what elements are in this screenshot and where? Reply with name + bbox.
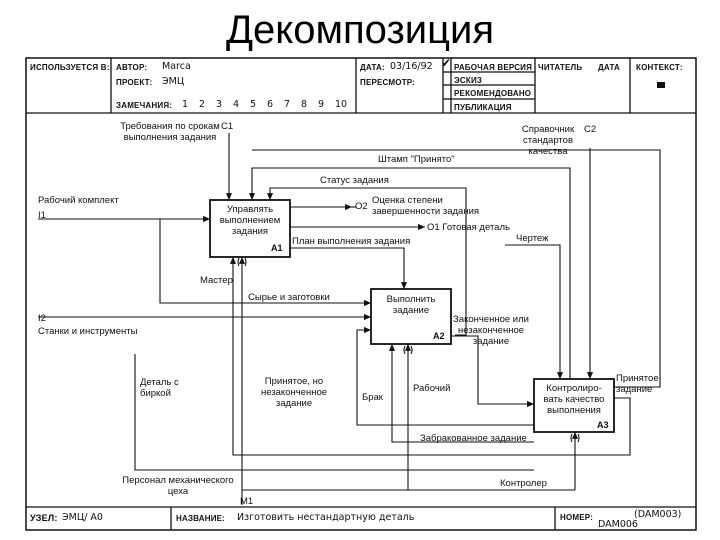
name-label: НАЗВАНИЕ:: [176, 514, 226, 523]
node-label: УЗЕЛ:: [30, 513, 58, 523]
author-value: Marca: [162, 61, 191, 72]
status-publication: ПУБЛИКАЦИЯ: [454, 103, 512, 112]
status-sketch: ЭСКИЗ: [454, 76, 483, 85]
box-a1-number: A1: [271, 243, 283, 253]
used-at-label: ИСПОЛЬЗУЕТСЯ В:: [30, 63, 110, 72]
label-tagged-part: Деталь с биркой: [140, 377, 179, 399]
label-m1: Персонал механического цеха: [122, 475, 234, 497]
number-value: (DAM003): [634, 509, 682, 520]
label-task-status: Статус задания: [320, 175, 389, 186]
status-recommended: РЕКОМЕНДОВАНО: [454, 89, 532, 98]
arrow-drawing: [505, 244, 564, 379]
label-worker: Рабочий: [413, 383, 451, 394]
revision-label: ПЕРЕСМОТР:: [360, 78, 416, 87]
context-label: КОНТЕКСТ:: [636, 63, 683, 72]
label-plan: План выполнения задания: [292, 236, 411, 247]
node-value: ЭМЦ/ A0: [62, 512, 103, 523]
arrow-stamp: [248, 167, 571, 379]
label-stamp: Штамп "Принято": [378, 154, 455, 165]
label-c2-code: C2: [584, 124, 597, 135]
label-i1: Рабочий комплект: [38, 195, 119, 206]
arrow-raw-materials: [159, 219, 371, 307]
label-m1-code: M1: [240, 496, 254, 507]
context-marker: [657, 82, 665, 88]
label-controller: Контролер: [500, 478, 547, 489]
reader-date-label: ДАТА: [598, 63, 621, 72]
date-label: ДАТА:: [360, 63, 385, 72]
reader-label: ЧИТАТЕЛЬ: [538, 63, 583, 72]
footer-grid: [26, 506, 696, 530]
project-label: ПРОЕКТ:: [116, 78, 153, 87]
box-a2-label: Выполнить задание: [386, 294, 436, 316]
author-label: АВТОР:: [116, 63, 148, 72]
arrow-accepted-task: [252, 149, 661, 388]
activity-box-a1: [209, 199, 291, 258]
label-i2: Станки и инструменты: [38, 326, 138, 337]
form-frame: [25, 57, 697, 531]
arrow-rejected: [388, 344, 534, 443]
box-a3-number: A3: [597, 420, 609, 430]
label-accepted-task: Принятое задание: [616, 373, 659, 395]
arrow-task-status: [266, 187, 467, 336]
arrow-defect: [356, 326, 534, 426]
check-mark-icon: ✔: [441, 56, 452, 70]
label-i1-code: I1: [38, 210, 46, 221]
project-value: ЭМЦ: [162, 76, 185, 87]
box-a3-label: Контролиро- вать качество выполнения: [543, 383, 605, 416]
label-master: Мастер: [200, 275, 233, 286]
arrow-tagged-part: [134, 354, 534, 471]
label-accepted-unfinished: Принятое, но незаконченное задание: [260, 376, 328, 409]
slide-title: Декомпозиция: [225, 8, 495, 52]
label-estimate: Оценка степени завершенности задания: [372, 195, 480, 217]
label-o1: O1 Готовая деталь: [427, 222, 510, 233]
number-extra: DAM006: [598, 519, 638, 530]
notes-label: ЗАМЕЧАНИЯ:: [116, 101, 173, 110]
box-a2-number: A2: [433, 331, 445, 341]
label-c1-code: C1: [221, 121, 234, 132]
name-value: Изготовить нестандартную деталь: [237, 512, 415, 523]
activity-box-a2: [370, 288, 452, 345]
status-draft-working: РАБОЧАЯ ВЕРСИЯ: [454, 63, 533, 72]
label-drawing: Чертеж: [516, 233, 549, 244]
label-done-or-not: Законченное или незаконченное задание: [453, 314, 529, 347]
box-a1-label: Управлять выполнением задания: [219, 204, 281, 237]
label-rejected: Забракованное задание: [420, 433, 527, 444]
label-o2-code: O2: [355, 201, 368, 212]
label-defect: Брак: [362, 392, 383, 403]
label-i2-code: I2: [38, 313, 46, 324]
header-grid: [26, 58, 696, 114]
arrow-done-or-not: [451, 335, 534, 408]
date-value: 03/16/92: [390, 61, 433, 72]
arrow-m1: [241, 489, 575, 505]
label-c2: Справочник стандартов качества: [521, 124, 575, 157]
label-raw: Сырье и заготовки: [248, 292, 330, 303]
label-c1: Требования по срокам выполнения задания: [120, 121, 220, 143]
arrow-plan: [290, 247, 408, 289]
arrow-accepted-unfinished: [229, 257, 631, 456]
number-label: НОМЕР:: [560, 513, 594, 522]
